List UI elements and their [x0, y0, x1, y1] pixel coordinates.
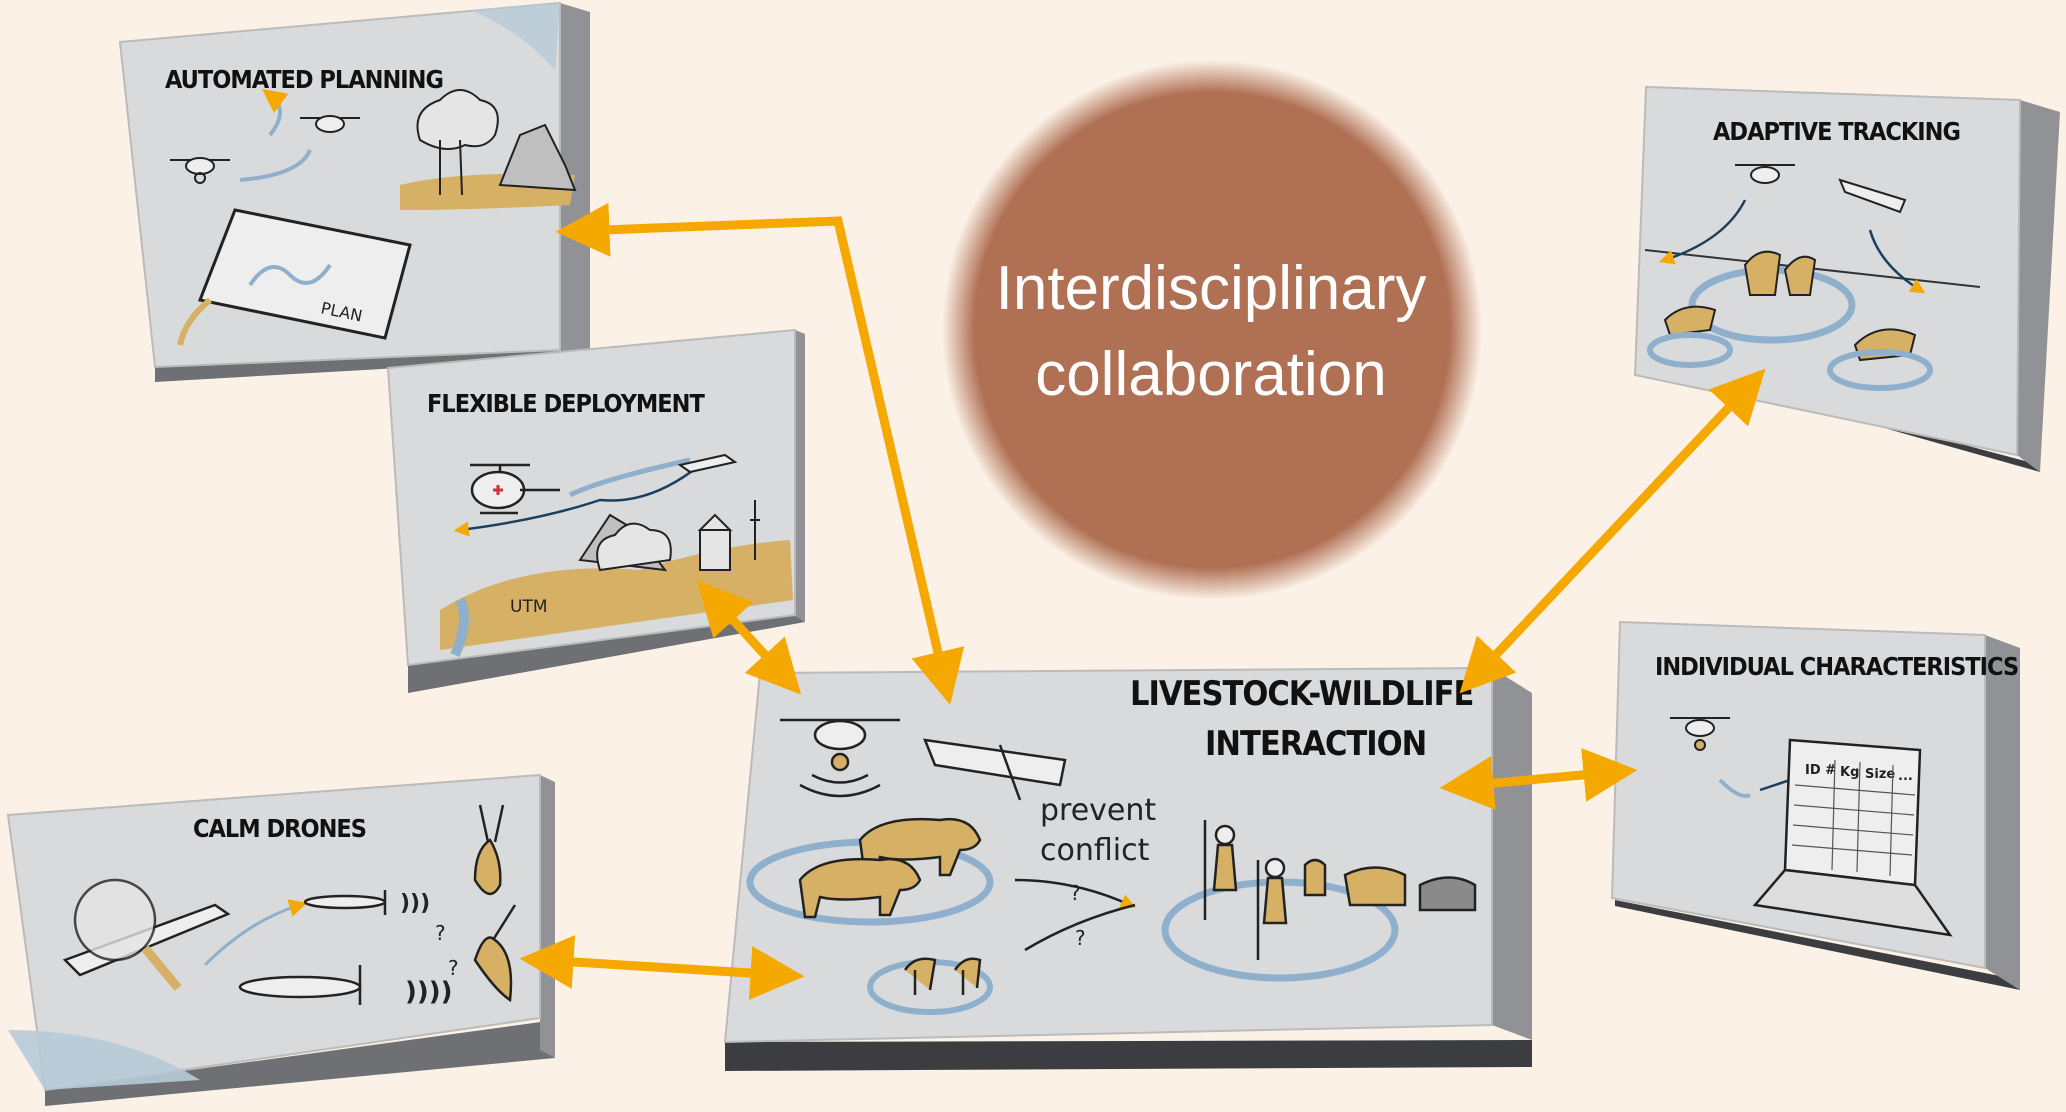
panel-adaptive-tracking[interactable]: ADAPTIVE TRACKING — [1633, 85, 2060, 472]
magnifier-plane-icon — [62, 878, 231, 991]
question-mark: ? — [1075, 926, 1086, 950]
prevent-conflict-note-line2: conflict — [1040, 833, 1150, 868]
arrow-deployment-livestock — [696, 580, 802, 695]
panel-calm-drones[interactable]: CALM DRONES ))) )))) ? ? — [6, 773, 555, 1106]
arrow-planning-livestock — [555, 202, 965, 705]
prevent-conflict-note-line1: prevent — [1040, 793, 1156, 828]
herder-icon — [1203, 820, 1288, 960]
calm-drones-title: CALM DRONES — [193, 814, 366, 843]
helicopter-icon — [470, 463, 560, 515]
svg-text:Size: Size — [1865, 767, 1895, 782]
drone-icon — [1735, 164, 1795, 184]
panel-automated-planning[interactable]: AUTOMATED PLANNING PLAN — [118, 1, 590, 382]
livestock-wildlife-title-line1: LIVESTOCK-WILDLIFE — [1130, 674, 1473, 714]
livestock-wildlife-title-line2: INTERACTION — [1205, 724, 1426, 764]
question-mark: ? — [1070, 881, 1081, 905]
drone-icon — [1670, 717, 1730, 751]
arrow-tracking-livestock — [1459, 368, 1766, 694]
lion-icon — [798, 817, 982, 919]
fixed-wing-drone-icon — [923, 738, 1067, 801]
connector-arrows — [519, 202, 1766, 1000]
question-mark: ? — [448, 956, 459, 980]
tree-icon — [416, 89, 499, 196]
svg-text:...: ... — [1898, 769, 1913, 784]
tracked-circle — [1827, 349, 1933, 391]
svg-text:Kg: Kg — [1840, 765, 1859, 780]
cattle-icon — [1303, 858, 1477, 912]
question-mark: ? — [435, 921, 446, 945]
sound-waves: )))) — [405, 977, 453, 1007]
drone-icon — [780, 718, 900, 798]
panel-livestock-wildlife[interactable]: LIVESTOCK-WILDLIFE INTERACTION prevent c… — [723, 666, 1532, 1071]
flexible-deployment-title: FLEXIBLE DEPLOYMENT — [427, 389, 705, 418]
fixed-wing-drone-icon — [1838, 178, 1907, 214]
arrow-calm-livestock — [519, 935, 805, 1000]
individual-characteristics-title: INDIVIDUAL CHARACTERISTICS — [1655, 652, 2018, 681]
sound-waves: ))) — [400, 891, 430, 916]
propeller-drone-icon — [238, 890, 387, 1005]
rock-icon — [498, 123, 577, 192]
automated-planning-title: AUTOMATED PLANNING — [165, 65, 443, 94]
data-table-grid — [1791, 759, 1916, 877]
gazelle-icon — [473, 804, 517, 1003]
panel-flexible-deployment[interactable]: FLEXIBLE DEPLOYMENT UTM — [386, 328, 805, 693]
adaptive-tracking-title: ADAPTIVE TRACKING — [1713, 117, 1960, 146]
drone-icon — [170, 115, 360, 184]
svg-text:ID #: ID # — [1805, 763, 1836, 778]
tracked-circle — [1647, 332, 1733, 368]
tablet-icon: PLAN — [177, 208, 412, 346]
utm-label: UTM — [510, 597, 548, 617]
arrow-characteristics-livestock — [1439, 747, 1638, 811]
laptop-icon — [1752, 738, 1953, 937]
panel-individual-characteristics[interactable]: INDIVIDUAL CHARACTERISTICS ID # Kg Size … — [1610, 620, 2020, 990]
data-table-header: ID # Kg Size ... — [1805, 763, 1913, 784]
gazelle-icon — [903, 957, 982, 995]
collaboration-circle — [942, 60, 1482, 600]
